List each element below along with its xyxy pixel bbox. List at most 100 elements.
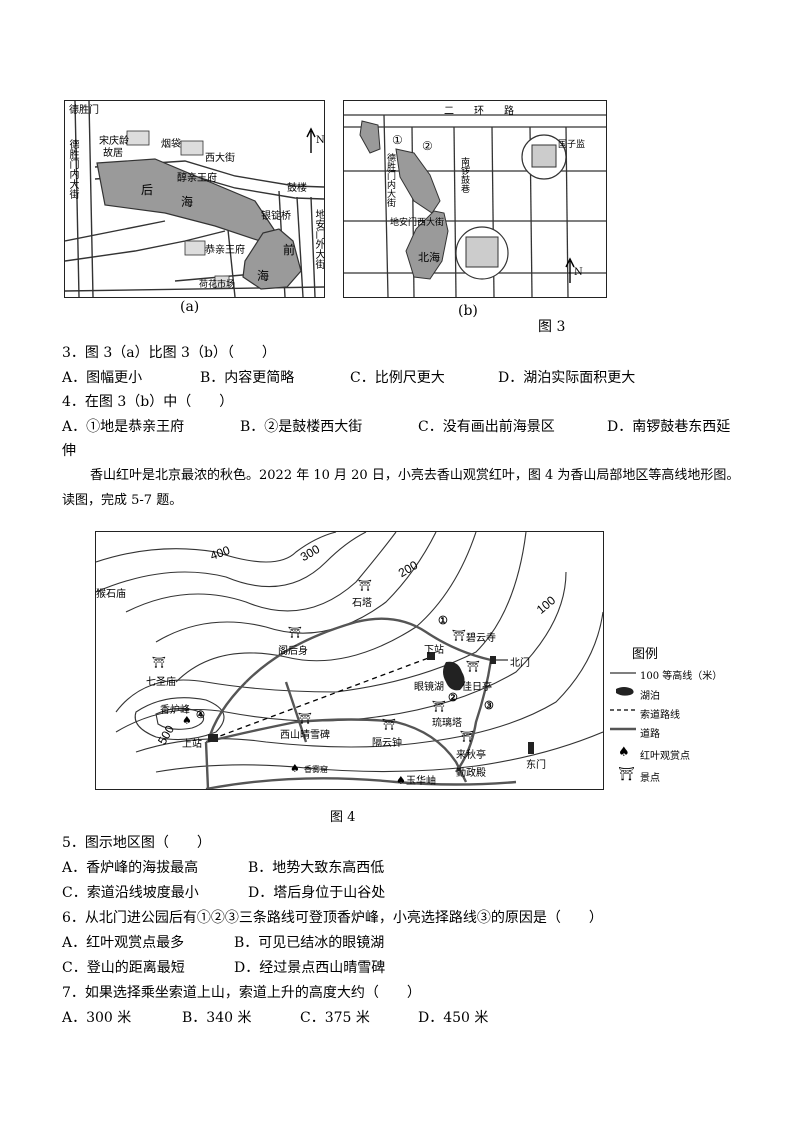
question-5-option-a[interactable]: A．香炉峰的海拔最高 xyxy=(62,860,199,876)
question-7-option-a[interactable]: A．300 米 xyxy=(62,1010,132,1026)
label-dianmenwai: 地安门外大街 xyxy=(313,209,324,269)
label-guju: 故居 xyxy=(103,148,123,159)
place-biyunsi: 碧云寺 xyxy=(466,633,496,644)
qianhai-lake xyxy=(242,228,302,290)
question-5-stem: 5．图示地区图（ ） xyxy=(62,835,211,851)
label-yandai: 烟袋 xyxy=(161,139,181,150)
question-3-option-d[interactable]: D．湖泊实际面积更大 xyxy=(498,370,636,386)
question-3-option-c[interactable]: C．比例尺更大 xyxy=(350,370,445,386)
label-beihai: 北海 xyxy=(418,251,440,264)
legend-symbols xyxy=(610,672,636,731)
label-hou: 后 xyxy=(141,183,154,197)
label-hehuashichang: 荷花市场 xyxy=(199,280,236,290)
beihai-lake xyxy=(405,210,449,280)
map-b-drawing xyxy=(344,114,606,297)
place-shita: 石塔 xyxy=(352,598,372,609)
red-leaf-icon: ♠ xyxy=(182,714,192,727)
question-4-option-c[interactable]: C．没有画出前海景区 xyxy=(418,419,555,435)
place-xianglufeng: 香炉峰 xyxy=(160,705,190,716)
contour-map-drawing xyxy=(96,532,603,789)
scenic-spot-icon: ⛩ xyxy=(358,579,372,592)
place-geyunzhong: 隔云钟 xyxy=(372,738,402,749)
map-a-drawing: N xyxy=(65,101,324,297)
legend-cableway: 索道路线 xyxy=(640,710,680,721)
question-5-option-b[interactable]: B．地势大致东高西低 xyxy=(248,860,385,876)
legend-red-leaf-icon: ♠ xyxy=(618,745,630,760)
label-songqingling: 宋庆龄 xyxy=(99,136,129,147)
place-xishanqingxuebei: 西山晴雪碑 xyxy=(280,730,330,741)
intro-paragraph: 香山红叶是北京最浓的秋色。2022 年 10 月 20 日，小亮去香山观赏红叶，… xyxy=(62,468,740,508)
label-guozijian: 国子监 xyxy=(558,140,586,150)
question-7-stem: 7．如果选择乘坐索道上山，索道上升的高度大约（ ） xyxy=(62,985,421,1001)
question-4-option-d[interactable]: D．南锣鼓巷东西延 xyxy=(607,419,731,435)
north-arrow-a: N xyxy=(306,127,324,153)
question-3-option-a[interactable]: A．图幅更小 xyxy=(62,370,143,386)
label-qian: 前 xyxy=(283,243,296,257)
legend-scenic-icon: ⛩ xyxy=(618,767,635,782)
legend-title: 图例 xyxy=(632,647,659,662)
label-circle2: ② xyxy=(422,139,433,153)
question-4-option-d-wrap: 伸 xyxy=(62,443,76,459)
yanjinghu-lake xyxy=(443,661,465,691)
question-4-stem: 4．在图 3（b）中（ ） xyxy=(62,394,234,410)
cableway xyxy=(211,656,432,740)
place-beimen: 北门 xyxy=(510,658,530,669)
label-gulou: 鼓楼 xyxy=(287,183,307,194)
figure3-panel-a: N 德胜门 宋庆龄 故居 烟袋 西大街 鼓楼 醇亲王府 德胜门内大街 后 海 银… xyxy=(64,100,325,298)
place-c4: ④ xyxy=(196,710,205,721)
question-3-stem: 3．图 3（a）比图 3（b）（ ） xyxy=(62,345,276,361)
label-gongwangfu: 恭亲王府 xyxy=(205,245,245,256)
svg-text:N: N xyxy=(316,135,324,146)
question-7-option-b[interactable]: B．340 米 xyxy=(182,1010,252,1026)
legend-road: 道路 xyxy=(640,729,660,740)
legend-red-leaf: 红叶观赏点 xyxy=(640,751,690,762)
scenic-spot-icon: ⛩ xyxy=(152,656,166,669)
label-nanluoguxiang: 南锣鼓巷 xyxy=(459,157,469,193)
figure4-map: 400 300 200 100 500 猴石庙 石塔 ① 碧云寺 下站 北门 阁… xyxy=(95,531,604,790)
question-7-option-c[interactable]: C．375 米 xyxy=(300,1010,370,1026)
scenic-spot-icon: ⛩ xyxy=(298,712,312,725)
scenic-spot-icon: ⛩ xyxy=(382,718,396,731)
dongmen-gate xyxy=(528,742,534,754)
label-hai2: 海 xyxy=(257,269,270,283)
label-deshengneidajie: 德胜门内大街 xyxy=(385,153,395,207)
question-6-option-a[interactable]: A．红叶观赏点最多 xyxy=(62,935,185,951)
figure3-panel-b: 二环路 ① ② 德胜门内大街 南锣鼓巷 国子监 地安门西大街 北海 N xyxy=(343,100,607,298)
place-xiangwuting: 香雾窟 xyxy=(304,765,328,774)
figure3-label: 图 3 xyxy=(538,319,566,335)
question-6-option-b[interactable]: B．可见已结冰的眼镜湖 xyxy=(234,935,385,951)
question-3-option-b[interactable]: B．内容更简略 xyxy=(200,370,295,386)
question-4-option-b[interactable]: B．②是鼓楼西大街 xyxy=(240,419,363,435)
scenic-spot-icon: ⛩ xyxy=(452,629,466,642)
label-xidajie: 西大街 xyxy=(205,153,235,164)
place-shangzhan: 上站 xyxy=(182,739,202,750)
beimen-gate xyxy=(490,656,496,664)
question-5-option-c[interactable]: C．索道沿线坡度最小 xyxy=(62,885,199,901)
question-6-stem: 6．从北门进公园后有①②③三条路线可登顶香炉峰，小亮选择路线③的原因是（ ） xyxy=(62,910,603,926)
north-arrow-b xyxy=(565,257,575,283)
place-laiqiuting: 来秋亭 xyxy=(456,750,486,761)
label-deshengmennei: 德胜门内大街 xyxy=(67,139,78,199)
red-leaf-icon: ♠ xyxy=(396,774,406,787)
label-circle1: ① xyxy=(392,133,403,147)
label-hai: 海 xyxy=(181,195,194,209)
place-yanjinghu: 眼镜湖 xyxy=(414,682,444,693)
red-leaf-icon: ♠ xyxy=(290,762,300,775)
place-yuhualing: 玉华岫 xyxy=(406,776,436,787)
place-xiazhan: 下站 xyxy=(424,645,444,656)
label-chunwangfu: 醇亲王府 xyxy=(177,173,217,184)
place-jiaritng: 佳日亭 xyxy=(462,682,492,693)
question-6-option-c[interactable]: C．登山的距离最短 xyxy=(62,960,185,976)
figure3-caption-a: (a) xyxy=(180,299,200,315)
figure4-label: 图 4 xyxy=(330,810,356,825)
question-4-option-a[interactable]: A．①地是恭亲王府 xyxy=(62,419,185,435)
label-deshengmen: 德胜门 xyxy=(69,105,99,116)
question-6-option-d[interactable]: D．经过景点西山晴雪碑 xyxy=(234,960,386,976)
legend-lake: 湖泊 xyxy=(640,691,660,702)
scenic-spot-icon: ⛩ xyxy=(432,700,446,713)
place-guihoushen: 阁后身 xyxy=(278,646,308,657)
place-qinzhengdian: 勤政殿 xyxy=(456,768,486,779)
question-5-option-d[interactable]: D．塔后身位于山谷处 xyxy=(248,885,386,901)
question-7-option-d[interactable]: D．450 米 xyxy=(418,1010,489,1026)
label-huanlu: 二环路 xyxy=(444,106,534,117)
